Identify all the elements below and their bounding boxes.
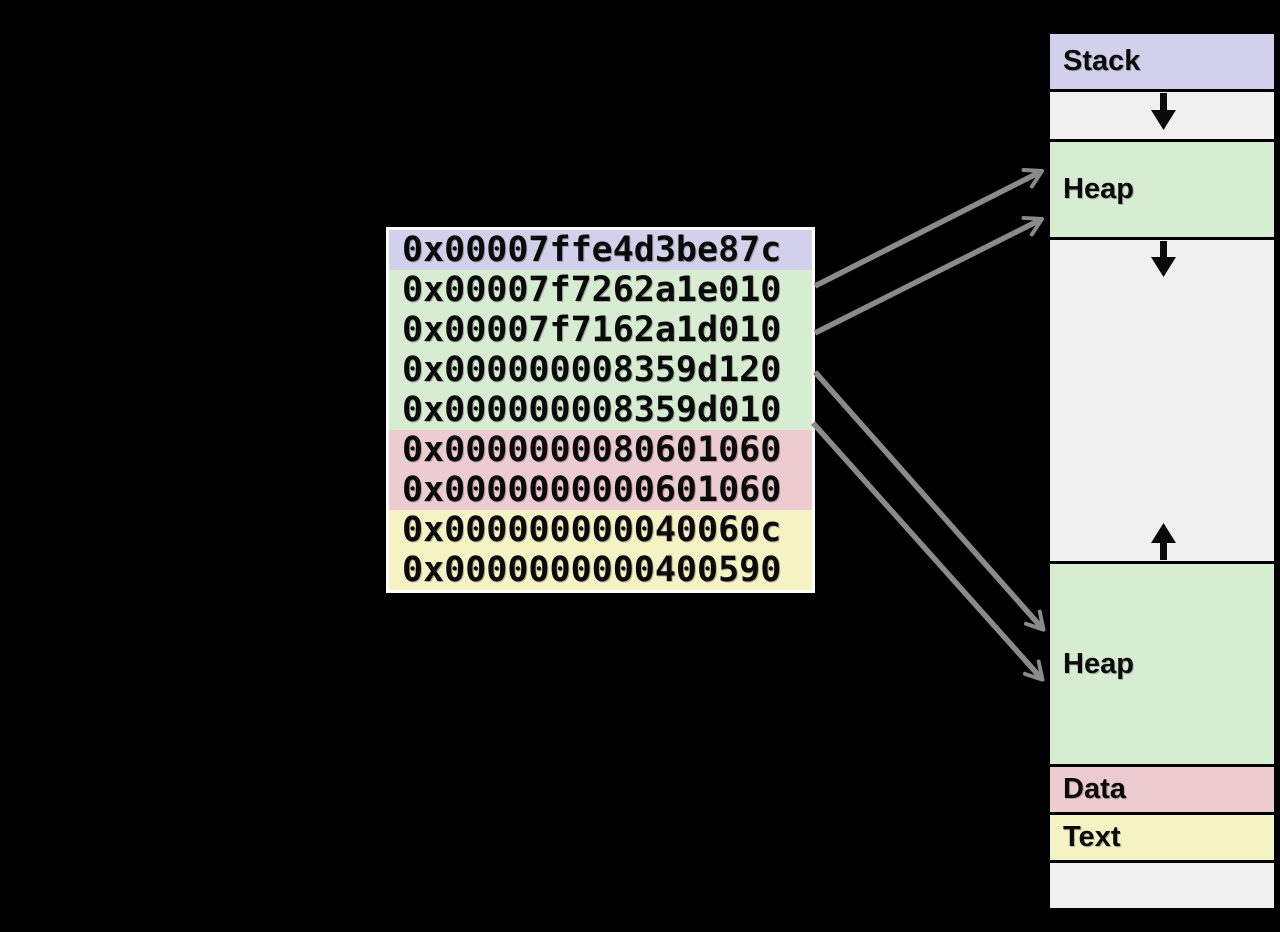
address-row-heap-1: 0x00007f7262a1e010 (389, 270, 812, 310)
section-unmapped-middle (1050, 240, 1274, 561)
section-bottom-gap (1050, 863, 1274, 908)
address-row-heap-4: 0x000000008359d010 (389, 390, 812, 430)
section-data: Data (1050, 767, 1274, 812)
pointer-arrow-row3-to-upper-heap (813, 215, 1045, 336)
stack-label: Stack (1063, 45, 1141, 77)
heap-lower-label: Heap (1063, 647, 1134, 680)
pointer-arrow-row5-to-lower-heap (810, 421, 1045, 682)
heap-upper-label: Heap (1063, 173, 1134, 205)
address-row-stack: 0x00007ffe4d3be87c (389, 230, 812, 270)
memory-map: Stack Heap Heap Data Text (1047, 31, 1277, 911)
section-heap-lower: Heap (1050, 564, 1274, 764)
section-stack: Stack (1050, 34, 1274, 89)
section-text: Text (1050, 815, 1274, 860)
section-stack-growth-gap (1050, 92, 1274, 139)
text-label: Text (1063, 821, 1121, 853)
address-table: 0x00007ffe4d3be87c 0x00007f7262a1e010 0x… (386, 227, 815, 593)
address-row-data-2: 0x0000000000601060 (389, 470, 812, 510)
pointer-arrow-row4-to-lower-heap (812, 370, 1046, 632)
pointer-arrow-row2-to-upper-heap (813, 168, 1045, 289)
address-row-heap-3: 0x000000008359d120 (389, 350, 812, 390)
section-heap-upper: Heap (1050, 142, 1274, 237)
address-row-text-1: 0x000000000040060c (389, 510, 812, 550)
address-row-text-2: 0x0000000000400590 (389, 550, 812, 590)
address-row-data-1: 0x0000000080601060 (389, 430, 812, 470)
address-row-heap-2: 0x00007f7162a1d010 (389, 310, 812, 350)
data-label: Data (1063, 773, 1126, 805)
